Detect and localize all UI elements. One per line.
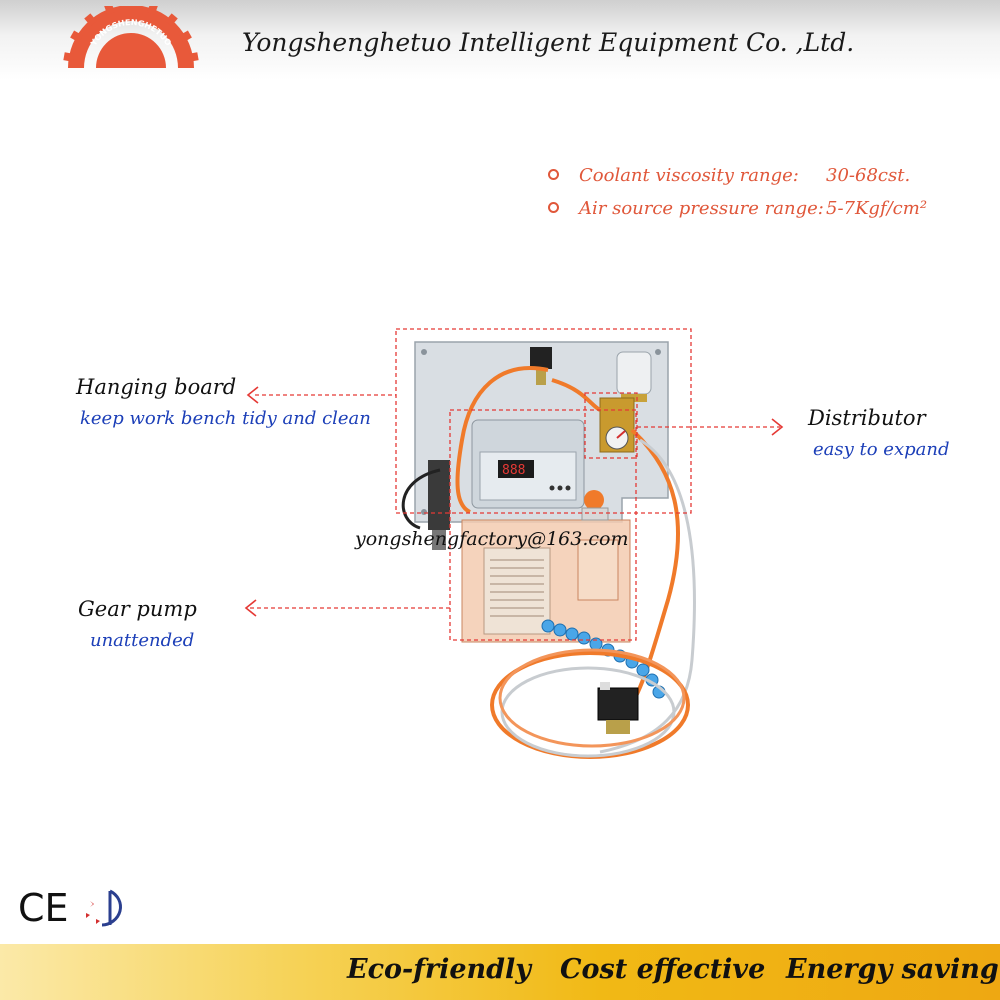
distributor-title: Distributor	[808, 406, 926, 430]
footer-banner	[0, 944, 1000, 1000]
slogan-eco-friendly: Eco-friendly	[347, 954, 531, 985]
spec-air-pressure: Air source pressure range: 5-7Kgf/cm²	[548, 198, 927, 219]
gear-pump-title: Gear pump	[78, 597, 197, 621]
slogan-energy-saving: Energy saving	[786, 954, 999, 985]
company-name: Yongshenghetuo Intelligent Equipment Co.…	[242, 28, 855, 57]
gear-pump-desc: unattended	[90, 630, 195, 651]
spec-label: Coolant viscosity range:	[579, 165, 799, 186]
ccc-quality-icon	[86, 889, 122, 927]
hanging-board-title: Hanging board	[76, 375, 237, 399]
bullet-icon	[548, 168, 559, 180]
svg-text:888: 888	[502, 463, 525, 478]
spec-value: 5-7Kgf/cm²	[826, 198, 928, 219]
spec-coolant-viscosity: Coolant viscosity range: 30-68cst.	[548, 165, 910, 186]
contact-email: yongshengfactory@163.com	[355, 528, 629, 550]
slogan-cost-effective: Cost effective	[560, 954, 766, 985]
spec-label: Air source pressure range:	[579, 198, 824, 219]
distributor-desc: easy to expand	[813, 439, 950, 460]
header-banner	[0, 0, 1000, 80]
certification-marks: CE	[18, 886, 122, 930]
ce-mark-icon: CE	[18, 886, 69, 930]
company-logo: YONGSHENGHETUO	[63, 6, 199, 68]
bullet-icon	[548, 201, 559, 213]
hanging-board-desc: keep work bench tidy and clean	[80, 408, 371, 429]
spec-value: 30-68cst.	[826, 165, 911, 186]
